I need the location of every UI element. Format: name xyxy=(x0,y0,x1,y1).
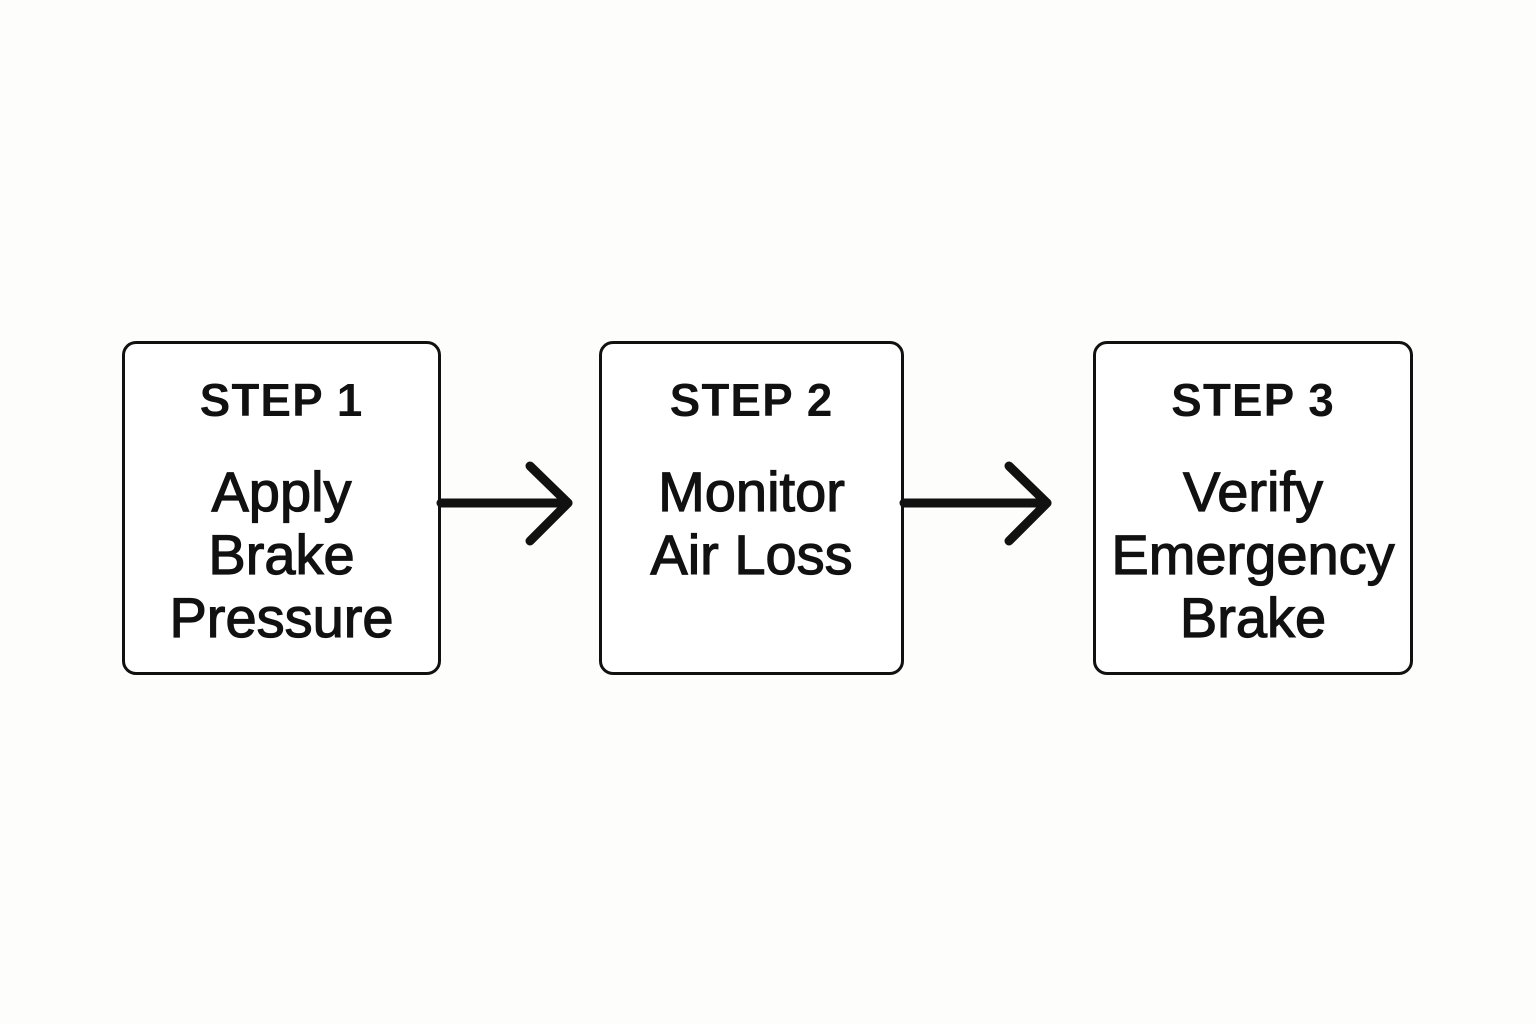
step-3-line-1: Verify xyxy=(1182,459,1324,523)
step-2-description: Monitor Air Loss xyxy=(602,459,901,586)
step-3-description: Verify Emergency Brake xyxy=(1096,459,1410,649)
step-3-box: STEP 3 Verify Emergency Brake xyxy=(1093,341,1413,675)
step-1-description: Apply Brake Pressure xyxy=(125,459,438,649)
step-3-line-3: Brake xyxy=(1179,585,1327,649)
step-2-box: STEP 2 Monitor Air Loss xyxy=(599,341,904,675)
step-1-title: STEP 1 xyxy=(199,374,364,426)
arrow-right-icon-1 xyxy=(436,461,573,546)
step-1-line-3: Pressure xyxy=(169,585,394,649)
arrow-right-icon-2 xyxy=(899,461,1052,546)
step-2-line-1: Monitor xyxy=(658,459,846,523)
step-1-line-1: Apply xyxy=(211,459,352,523)
step-3-line-2: Emergency xyxy=(1111,522,1395,586)
step-2-title: STEP 2 xyxy=(669,374,834,426)
step-1-box: STEP 1 Apply Brake Pressure xyxy=(122,341,441,675)
step-3-title: STEP 3 xyxy=(1171,374,1335,426)
step-1-line-2: Brake xyxy=(208,522,355,586)
step-2-line-2: Air Loss xyxy=(650,522,853,586)
